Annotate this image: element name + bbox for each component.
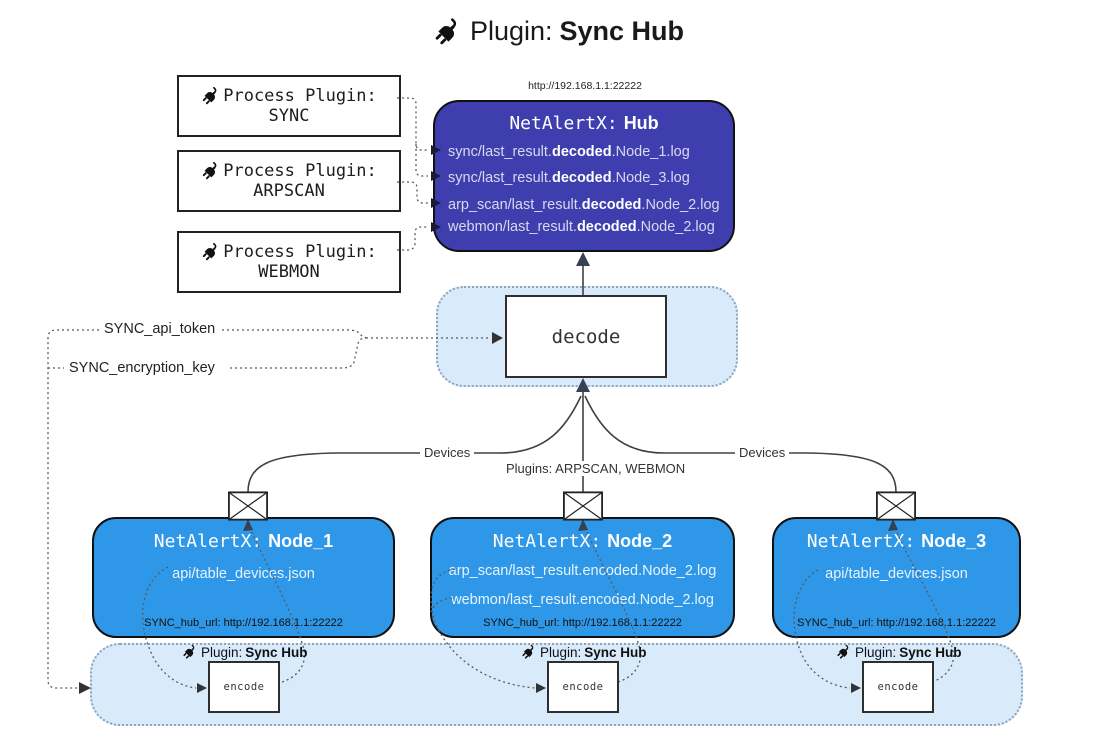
hub-title-prefix: NetAlertX: [509, 113, 618, 134]
node-hub-url: SYNC_hub_url: http://192.168.1.1:22222 [483, 617, 682, 629]
edge-label-devices-right: Devices [735, 445, 790, 460]
file-post: .Node_2.log [636, 219, 715, 235]
plug-icon [182, 644, 198, 660]
plugin-name: Sync Hub [245, 644, 308, 660]
file-post: .Node_2.log [641, 197, 720, 213]
node-hub-url: SYNC_hub_url: http://192.168.1.1:22222 [797, 617, 996, 629]
node-3-box: NetAlertX:Node_3 api/table_devices.json … [772, 517, 1021, 638]
process-plugin-webmon-box: Process Plugin: WEBMON [177, 231, 401, 293]
node-title-name: Node_2 [607, 531, 673, 551]
sync-encryption-key-label: SYNC_encryption_key [66, 360, 218, 376]
encode-box: encode [862, 661, 934, 713]
plug-icon [521, 644, 537, 660]
file-pre: arp_scan/last_result. [448, 197, 582, 213]
sync-hub-plugin-label: Plugin: Sync Hub [521, 644, 647, 660]
process-plugin-label: Process Plugin: [223, 242, 377, 262]
plug-icon [201, 86, 221, 106]
hub-file-row: sync/last_result.decoded.Node_1.log [448, 144, 690, 160]
sync-hub-plugin-label: Plugin: Sync Hub [836, 644, 962, 660]
hub-file-row: sync/last_result.decoded.Node_3.log [448, 170, 690, 186]
process-plugin-arpscan-box: Process Plugin: ARPSCAN [177, 150, 401, 212]
decode-box: decode [505, 295, 667, 378]
process-plugin-name: WEBMON [258, 262, 320, 282]
node-2-box: NetAlertX:Node_2 arp_scan/last_result.en… [430, 517, 735, 638]
sync-api-token-label: SYNC_api_token [101, 321, 219, 337]
plugin-label: Plugin: [540, 644, 582, 660]
file-pre: webmon/last_result. [448, 219, 577, 235]
plug-icon [201, 161, 221, 181]
plug-icon [201, 242, 221, 262]
plugin-label: Plugin: [201, 644, 243, 660]
envelope-icon [563, 491, 603, 521]
title-name: Sync Hub [559, 16, 685, 46]
diagram-title: Plugin: Sync Hub [0, 16, 1117, 47]
encode-box: encode [208, 661, 280, 713]
file-mid: decoded [551, 144, 612, 160]
hub-title-name: Hub [623, 113, 659, 133]
title-label: Plugin: [469, 16, 553, 46]
file-mid: decoded [551, 170, 612, 186]
hub-file-row: webmon/last_result.decoded.Node_2.log [448, 219, 715, 235]
plug-icon [433, 17, 463, 47]
file-pre: sync/last_result. [448, 144, 552, 160]
file-mid: decoded [576, 219, 637, 235]
plug-icon [836, 644, 852, 660]
node-1-box: NetAlertX:Node_1 api/table_devices.json … [92, 517, 395, 638]
envelope-icon [876, 491, 916, 521]
node-file: api/table_devices.json [825, 566, 968, 582]
file-post: .Node_1.log [611, 144, 690, 160]
hub-title: NetAlertX:Hub [435, 113, 733, 134]
node-title-name: Node_3 [921, 531, 987, 551]
node-file: arp_scan/last_result.encoded.Node_2.log [448, 563, 717, 579]
process-plugin-label: Process Plugin: [223, 86, 377, 106]
process-plugin-name: SYNC [268, 106, 310, 126]
plugin-name: Sync Hub [584, 644, 647, 660]
node-title: NetAlertX:Node_3 [774, 531, 1019, 552]
node-title-prefix: NetAlertX: [153, 531, 263, 552]
plugin-label: Plugin: [855, 644, 897, 660]
edge-label-devices-left: Devices [420, 445, 475, 460]
hub-box: NetAlertX:Hub sync/last_result.decoded.N… [433, 100, 735, 252]
node-file: webmon/last_result.encoded.Node_2.log [451, 592, 714, 608]
file-mid: decoded [581, 197, 642, 213]
node-title-name: Node_1 [268, 531, 334, 551]
edge-label-plugins: Plugins: ARPSCAN, WEBMON [502, 461, 690, 476]
node-title-prefix: NetAlertX: [806, 531, 916, 552]
hub-file-row: arp_scan/last_result.decoded.Node_2.log [448, 197, 720, 213]
envelope-icon [228, 491, 268, 521]
process-plugin-name: ARPSCAN [253, 181, 325, 201]
hub-url: http://192.168.1.1:22222 [528, 80, 642, 92]
node-title-prefix: NetAlertX: [492, 531, 602, 552]
file-pre: sync/last_result. [448, 170, 552, 186]
node-hub-url: SYNC_hub_url: http://192.168.1.1:22222 [144, 617, 343, 629]
plugin-name: Sync Hub [899, 644, 962, 660]
node-title: NetAlertX:Node_2 [432, 531, 733, 552]
process-plugin-sync-box: Process Plugin: SYNC [177, 75, 401, 137]
process-plugin-label: Process Plugin: [223, 161, 377, 181]
sync-hub-plugin-label: Plugin: Sync Hub [182, 644, 308, 660]
node-title: NetAlertX:Node_1 [94, 531, 393, 552]
encode-box: encode [547, 661, 619, 713]
file-post: .Node_3.log [611, 170, 690, 186]
node-file: api/table_devices.json [172, 566, 315, 582]
